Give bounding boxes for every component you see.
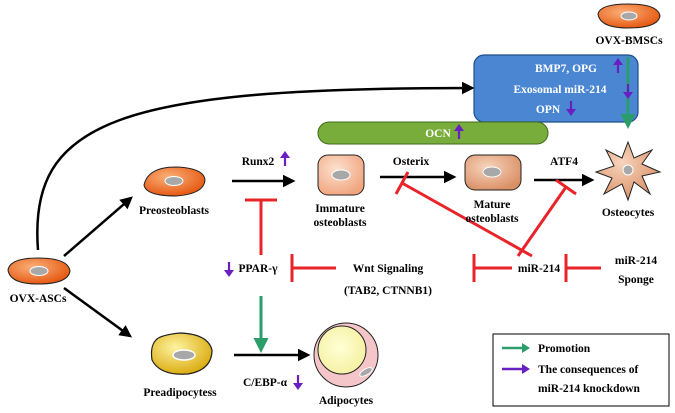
preosteoblast-cell — [143, 166, 206, 197]
legend-promotion-arrow — [502, 343, 530, 353]
inhibition-wnt-ppar — [290, 254, 336, 282]
legend-knockdown-label-line2: miR-214 knockdown — [538, 383, 641, 395]
label-ocn: OCN — [425, 128, 451, 140]
ocn-bar — [317, 121, 549, 145]
label-immature-line2: osteoblasts — [313, 217, 367, 229]
legend-promotion-label: Promotion — [538, 343, 591, 355]
label-atf4: ATF4 — [550, 156, 578, 168]
label-preosteoblasts: Preosteoblasts — [139, 205, 210, 217]
label-sponge-line1: miR-214 — [615, 255, 657, 267]
mature-osteoblast-cell — [464, 154, 522, 191]
label-ovx-ascs: OVX-ASCs — [10, 293, 67, 305]
label-cebp-alpha: C/EBP-α — [243, 377, 288, 389]
knockdown-up-arrow-runx2 — [280, 151, 290, 166]
knockdown-up-arrow-ocn — [454, 124, 464, 139]
immature-osteoblast-cell — [317, 154, 365, 196]
preadipocyte-cell — [150, 332, 213, 375]
bmsc-box-line3: OPN — [536, 104, 561, 116]
label-wnt-line1: Wnt Signaling — [353, 263, 424, 275]
inhibition-mir214-wnt — [472, 254, 512, 282]
legend: Promotion The consequences of miR-214 kn… — [492, 333, 670, 407]
label-wnt-line2: (TAB2, CTNNB1) — [344, 285, 432, 297]
arrow-ascs-to-preosteoblasts — [63, 196, 133, 257]
arrow-ascs-to-preadipocytes — [63, 286, 133, 338]
knockdown-down-arrow-opn — [566, 101, 576, 116]
label-osteocytes: Osteocytes — [602, 207, 655, 219]
knockdown-down-arrow-ppar — [224, 262, 234, 277]
label-runx2: Runx2 — [242, 156, 275, 168]
inhibition-mir214-osterix — [394, 171, 533, 258]
knockdown-up-arrow-bmp7 — [613, 58, 623, 73]
arrow-ascs-to-bmsc-box — [36, 81, 475, 251]
adipocyte-cell — [313, 322, 379, 388]
inhibition-sponge-mir214 — [564, 254, 601, 282]
knockdown-down-arrow-cebp — [293, 375, 303, 390]
legend-knockdown-label-line1: The consequences of — [538, 364, 638, 376]
label-mature-line2: osteoblasts — [465, 213, 519, 225]
knockdown-down-arrow-exosomal — [623, 84, 633, 99]
bmsc-box-line2: Exosomal miR-214 — [514, 84, 607, 96]
label-adipocytes: Adipocytes — [319, 395, 374, 407]
label-preadipocytes: Preadipocytess — [143, 387, 217, 399]
legend-knockdown-arrow — [502, 364, 530, 374]
label-immature-line1: Immature — [315, 203, 365, 215]
label-sponge-line2: Sponge — [618, 274, 654, 286]
label-ovx-bmscs: OVX-BMSCs — [595, 35, 663, 47]
label-ppar-gamma: PPAR-γ — [238, 263, 278, 275]
osteocyte-cell — [594, 140, 662, 202]
ovx-bmsc-cell — [597, 3, 661, 29]
label-mir214: miR-214 — [518, 263, 560, 275]
label-mature-line1: Mature — [474, 199, 511, 211]
label-osterix: Osterix — [393, 156, 430, 168]
bmsc-box-line1: BMP7, OPG — [535, 63, 597, 75]
ovx-asc-cell — [7, 257, 71, 285]
inhibition-ppar-runx2 — [245, 198, 277, 255]
inhibition-mir214-atf4 — [516, 178, 577, 257]
